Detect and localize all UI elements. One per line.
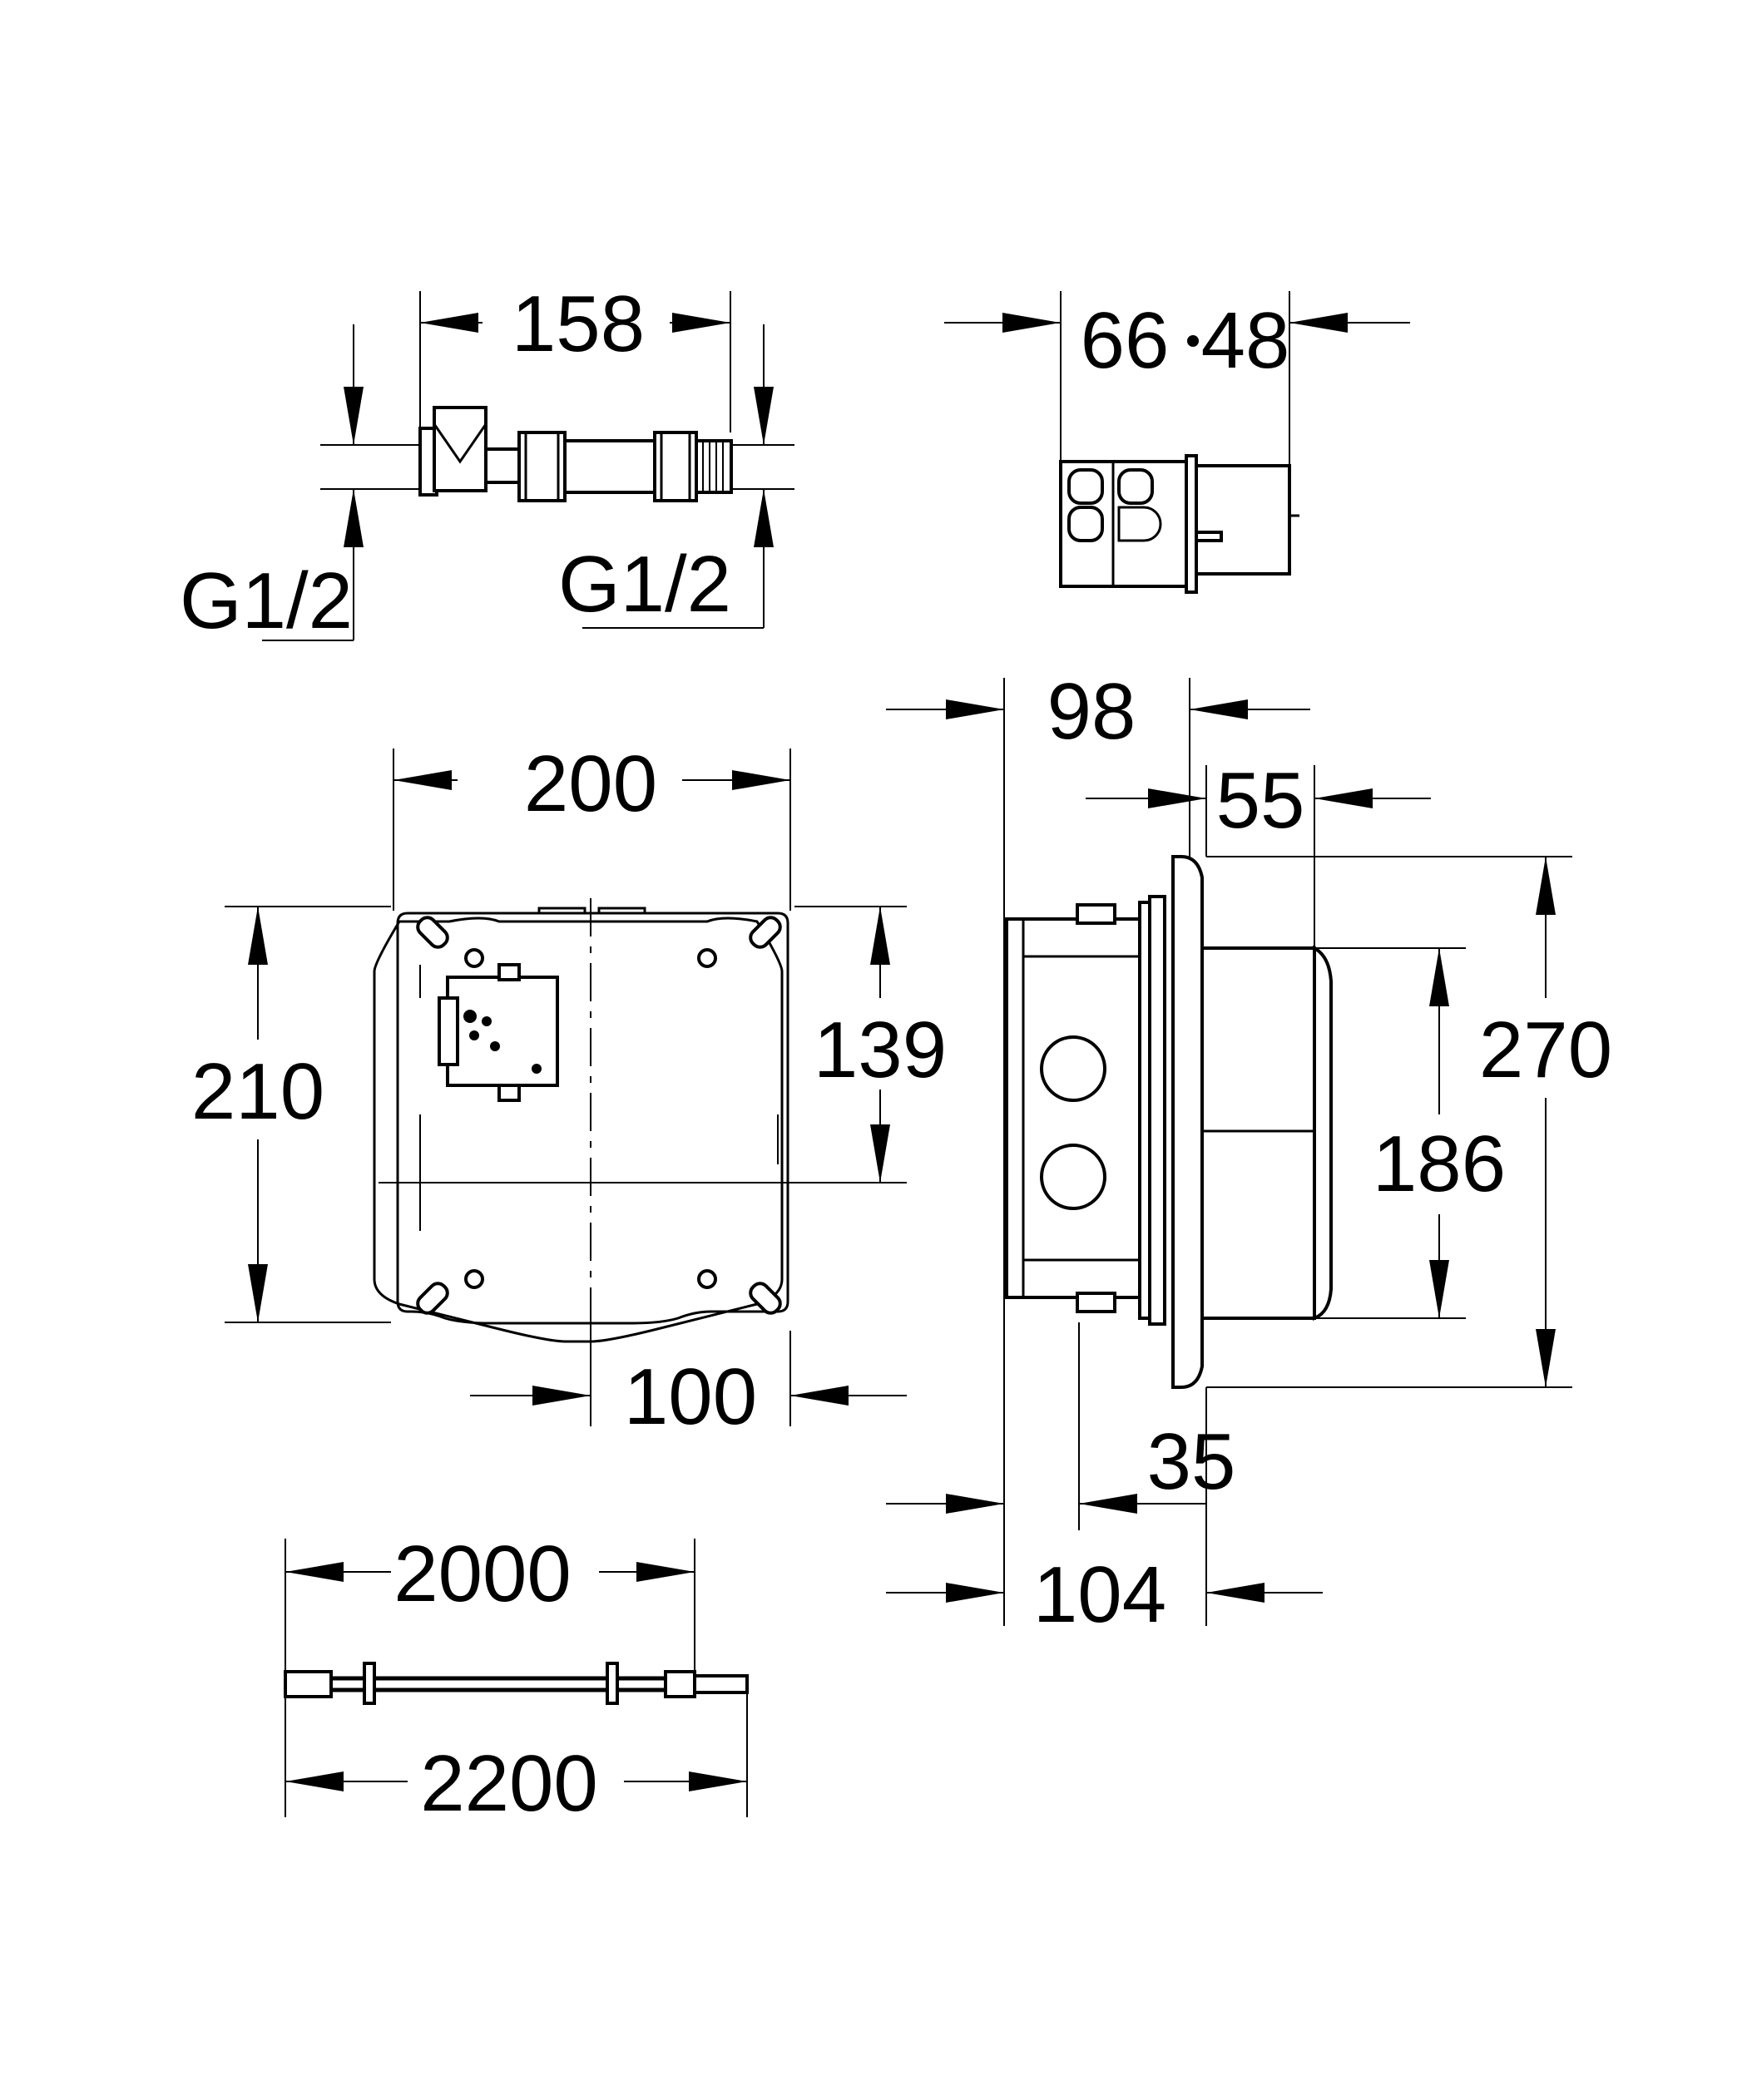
dim-box-height: 186 xyxy=(1373,1119,1506,1208)
dim-thread-right: G1/2 xyxy=(558,540,731,629)
dim-flange-depth: 35 xyxy=(1147,1417,1236,1506)
dim-cable-total: 2200 xyxy=(420,1739,598,1828)
dim-thread-left: G1/2 xyxy=(180,556,353,645)
dim-frame-width: 200 xyxy=(524,739,657,828)
box-side-view: 98 55 270 186 35 xyxy=(886,667,1612,1639)
module-view: 66 48 xyxy=(944,291,1410,594)
dim-frame-height: 210 xyxy=(191,1047,324,1136)
dim-plate-depth: 55 xyxy=(1216,756,1305,845)
valve-view: 158 G1/2 G1/2 xyxy=(180,279,794,645)
dim-module-a: 66 xyxy=(1081,296,1170,385)
thread-hatch xyxy=(702,441,724,492)
frame-front-view: 200 210 139 100 xyxy=(191,739,947,1441)
dim-valve-length: 158 xyxy=(512,279,645,368)
dim-box-depth: 98 xyxy=(1047,667,1136,756)
dim-axis-offset: 100 xyxy=(624,1352,757,1441)
dim-installed-depth: 104 xyxy=(1033,1550,1166,1639)
cable-view: 2000 2200 xyxy=(284,1529,749,1828)
dim-cable-length: 2000 xyxy=(393,1529,572,1618)
dim-axis-height: 139 xyxy=(814,1006,947,1094)
dim-plate-height: 270 xyxy=(1479,1006,1612,1094)
dim-module-b: 48 xyxy=(1201,296,1290,385)
